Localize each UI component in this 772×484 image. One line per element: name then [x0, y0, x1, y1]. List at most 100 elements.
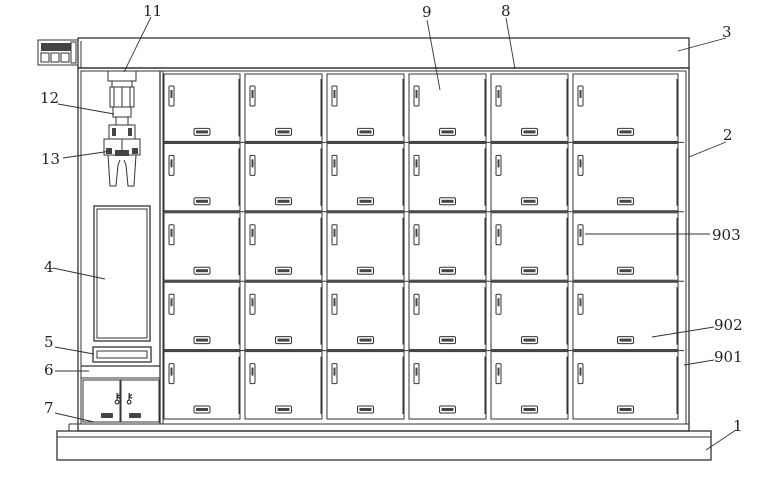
locker-door — [572, 142, 679, 212]
callout-4: 4 — [44, 258, 54, 276]
locker-keypad-face — [441, 199, 454, 203]
locker-handle-slot — [579, 228, 582, 237]
locker-handle-slot — [333, 367, 336, 376]
callout-12: 12 — [40, 89, 59, 107]
locker-door — [163, 212, 241, 281]
locker-door — [490, 281, 569, 351]
locker-handle-slot — [333, 90, 336, 98]
locker-door-frame — [408, 351, 487, 420]
locker-door-frame — [572, 73, 679, 142]
locker-handle-slot — [333, 228, 336, 237]
locker-handle — [168, 85, 175, 107]
locker-keypad-face — [359, 408, 372, 411]
locker-keypad-face — [523, 408, 536, 411]
locker-handle — [577, 293, 584, 315]
locker-keypad — [357, 336, 374, 345]
callout-9: 9 — [422, 3, 432, 21]
locker-door — [408, 281, 487, 351]
locker-keypad — [439, 266, 456, 275]
locker-keypad-face — [359, 269, 372, 273]
locker-handle — [495, 85, 502, 107]
locker-door-frame — [326, 73, 405, 142]
locker-handle — [331, 85, 338, 107]
locker-door — [244, 212, 323, 281]
locker-keypad-face — [619, 199, 632, 203]
locker-keypad — [439, 197, 456, 206]
locker-handle — [249, 293, 256, 315]
callout-7: 7 — [44, 399, 54, 417]
locker-door — [490, 212, 569, 281]
locker-handle-slot — [415, 228, 418, 237]
locker-handle — [577, 363, 584, 385]
locker-handle — [331, 293, 338, 315]
locker-keypad-face — [619, 269, 632, 273]
display-screen — [93, 205, 151, 342]
locker-door — [572, 73, 679, 142]
locker-handle — [413, 363, 420, 385]
locker-keypad — [275, 405, 292, 414]
locker-keypad-face — [523, 269, 536, 273]
locker-door-frame — [326, 281, 405, 351]
callout-902: 902 — [714, 316, 743, 334]
locker-keypad — [521, 197, 538, 206]
locker-handle-slot — [170, 90, 173, 98]
locker-keypad — [439, 405, 456, 414]
locker-handle-slot — [497, 367, 500, 376]
locker-door — [244, 281, 323, 351]
locker-door-frame — [244, 281, 323, 351]
locker-door-frame — [326, 212, 405, 281]
locker-keypad — [521, 336, 538, 345]
locker-handle-slot — [415, 90, 418, 98]
locker-handle-slot — [497, 228, 500, 237]
locker-keypad-face — [196, 269, 208, 273]
locker-keypad-face — [523, 199, 536, 203]
locker-handle-slot — [170, 367, 173, 376]
locker-door — [244, 351, 323, 420]
locker-handle-slot — [415, 159, 418, 168]
locker-door — [244, 73, 323, 142]
callout-901: 901 — [714, 348, 743, 366]
locker-door-frame — [163, 351, 241, 420]
locker-door — [490, 73, 569, 142]
locker-keypad — [617, 266, 634, 275]
locker-handle — [168, 293, 175, 315]
locker-keypad — [357, 127, 374, 136]
service-shelf — [81, 365, 160, 379]
locker-keypad — [193, 197, 211, 206]
locker-keypad — [439, 127, 456, 136]
locker-handle-slot — [251, 90, 254, 98]
locker-handle — [249, 363, 256, 385]
locker-door — [326, 142, 405, 212]
locker-keypad-face — [619, 408, 632, 411]
locker-handle — [495, 224, 502, 246]
locker-door — [572, 212, 679, 281]
locker-door-frame — [572, 281, 679, 351]
locker-door — [490, 351, 569, 420]
locker-keypad-face — [359, 338, 372, 342]
locker-handle-slot — [170, 228, 173, 237]
locker-keypad-face — [196, 338, 208, 342]
locker-door — [326, 73, 405, 142]
locker-keypad — [439, 336, 456, 345]
locker-handle — [413, 293, 420, 315]
locker-door-frame — [244, 212, 323, 281]
locker-keypad — [275, 336, 292, 345]
locker-handle-slot — [251, 367, 254, 376]
locker-keypad — [275, 266, 292, 275]
locker-door-frame — [490, 351, 569, 420]
svg-text:⚷: ⚷ — [112, 391, 122, 407]
locker-handle-slot — [333, 298, 336, 307]
locker-keypad — [357, 405, 374, 414]
locker-keypad-face — [277, 408, 290, 411]
locker-door — [572, 351, 679, 420]
locker-keypad-face — [277, 130, 290, 134]
locker-door-frame — [572, 351, 679, 420]
locker-door — [163, 73, 241, 142]
locker-keypad-face — [441, 338, 454, 342]
locker-keypad — [275, 197, 292, 206]
locker-handle — [249, 85, 256, 107]
locker-door-frame — [326, 142, 405, 212]
locker-handle — [495, 363, 502, 385]
locker-keypad-face — [359, 199, 372, 203]
locker-door-frame — [572, 142, 679, 212]
